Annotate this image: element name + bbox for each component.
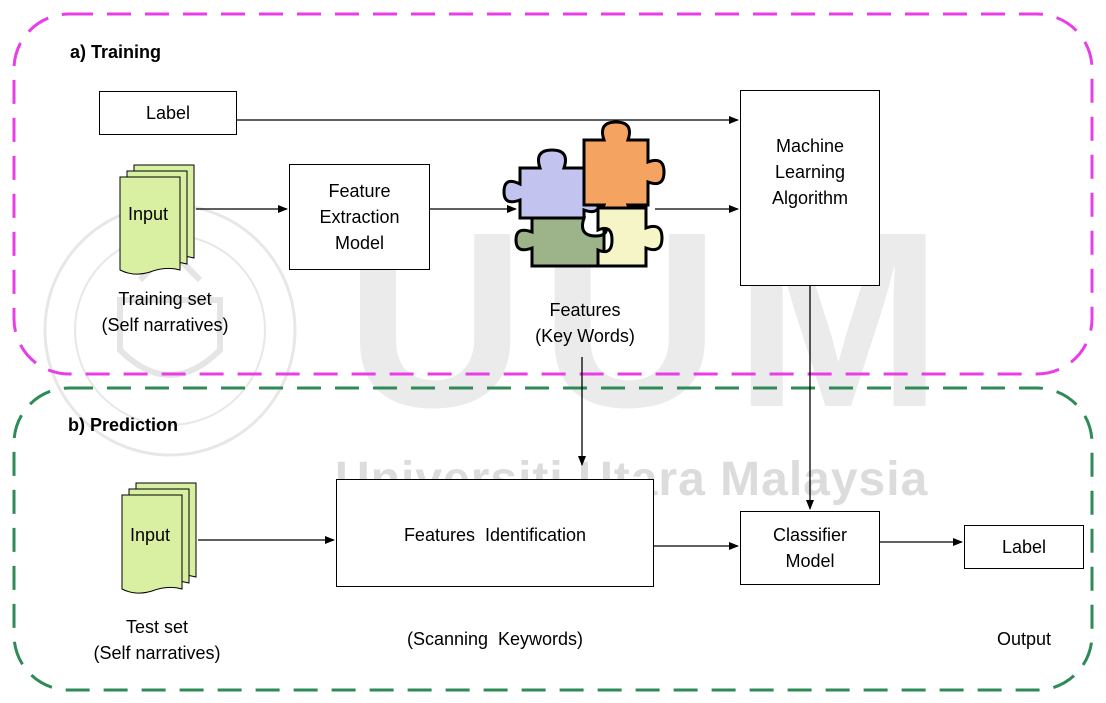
- puzzle-features-icon: [504, 122, 664, 266]
- output-caption: Output: [974, 626, 1074, 652]
- test-set-line-1: Test set: [72, 614, 242, 640]
- classifier-line-2: Model: [785, 548, 834, 574]
- classifier-line-1: Classifier: [773, 522, 847, 548]
- ml-line-1: Machine: [776, 133, 844, 159]
- test-set-caption: Test set (Self narratives): [72, 614, 242, 666]
- training-label-box: Label: [99, 91, 237, 135]
- training-set-caption: Training set (Self narratives): [80, 286, 250, 338]
- output-label-box: Label: [964, 525, 1084, 569]
- training-section-title: a) Training: [70, 42, 161, 63]
- training-set-line-2: (Self narratives): [80, 312, 250, 338]
- prediction-section-title: b) Prediction: [68, 415, 178, 436]
- feature-extraction-line-3: Model: [335, 230, 384, 256]
- features-line-1: Features: [505, 297, 665, 323]
- test-set-line-2: (Self narratives): [72, 640, 242, 666]
- features-identification-text: Features Identification: [404, 522, 586, 548]
- prediction-input-label: Input: [130, 525, 170, 545]
- feature-extraction-model-box: Feature Extraction Model: [289, 164, 430, 270]
- features-line-2: (Key Words): [505, 323, 665, 349]
- classifier-model-box: Classifier Model: [740, 511, 880, 585]
- feature-extraction-line-2: Extraction: [319, 204, 399, 230]
- features-identification-box: Features Identification: [336, 479, 654, 587]
- ml-line-3: Algorithm: [772, 185, 848, 211]
- output-label-text: Label: [1002, 534, 1046, 560]
- features-caption: Features (Key Words): [505, 297, 665, 349]
- training-label-text: Label: [146, 100, 190, 126]
- training-set-line-1: Training set: [80, 286, 250, 312]
- ml-line-2: Learning: [775, 159, 845, 185]
- machine-learning-algorithm-box: Machine Learning Algorithm: [740, 90, 880, 286]
- training-input-label: Input: [128, 204, 168, 224]
- feature-extraction-line-1: Feature: [328, 178, 390, 204]
- scanning-keywords-caption: (Scanning Keywords): [370, 626, 620, 652]
